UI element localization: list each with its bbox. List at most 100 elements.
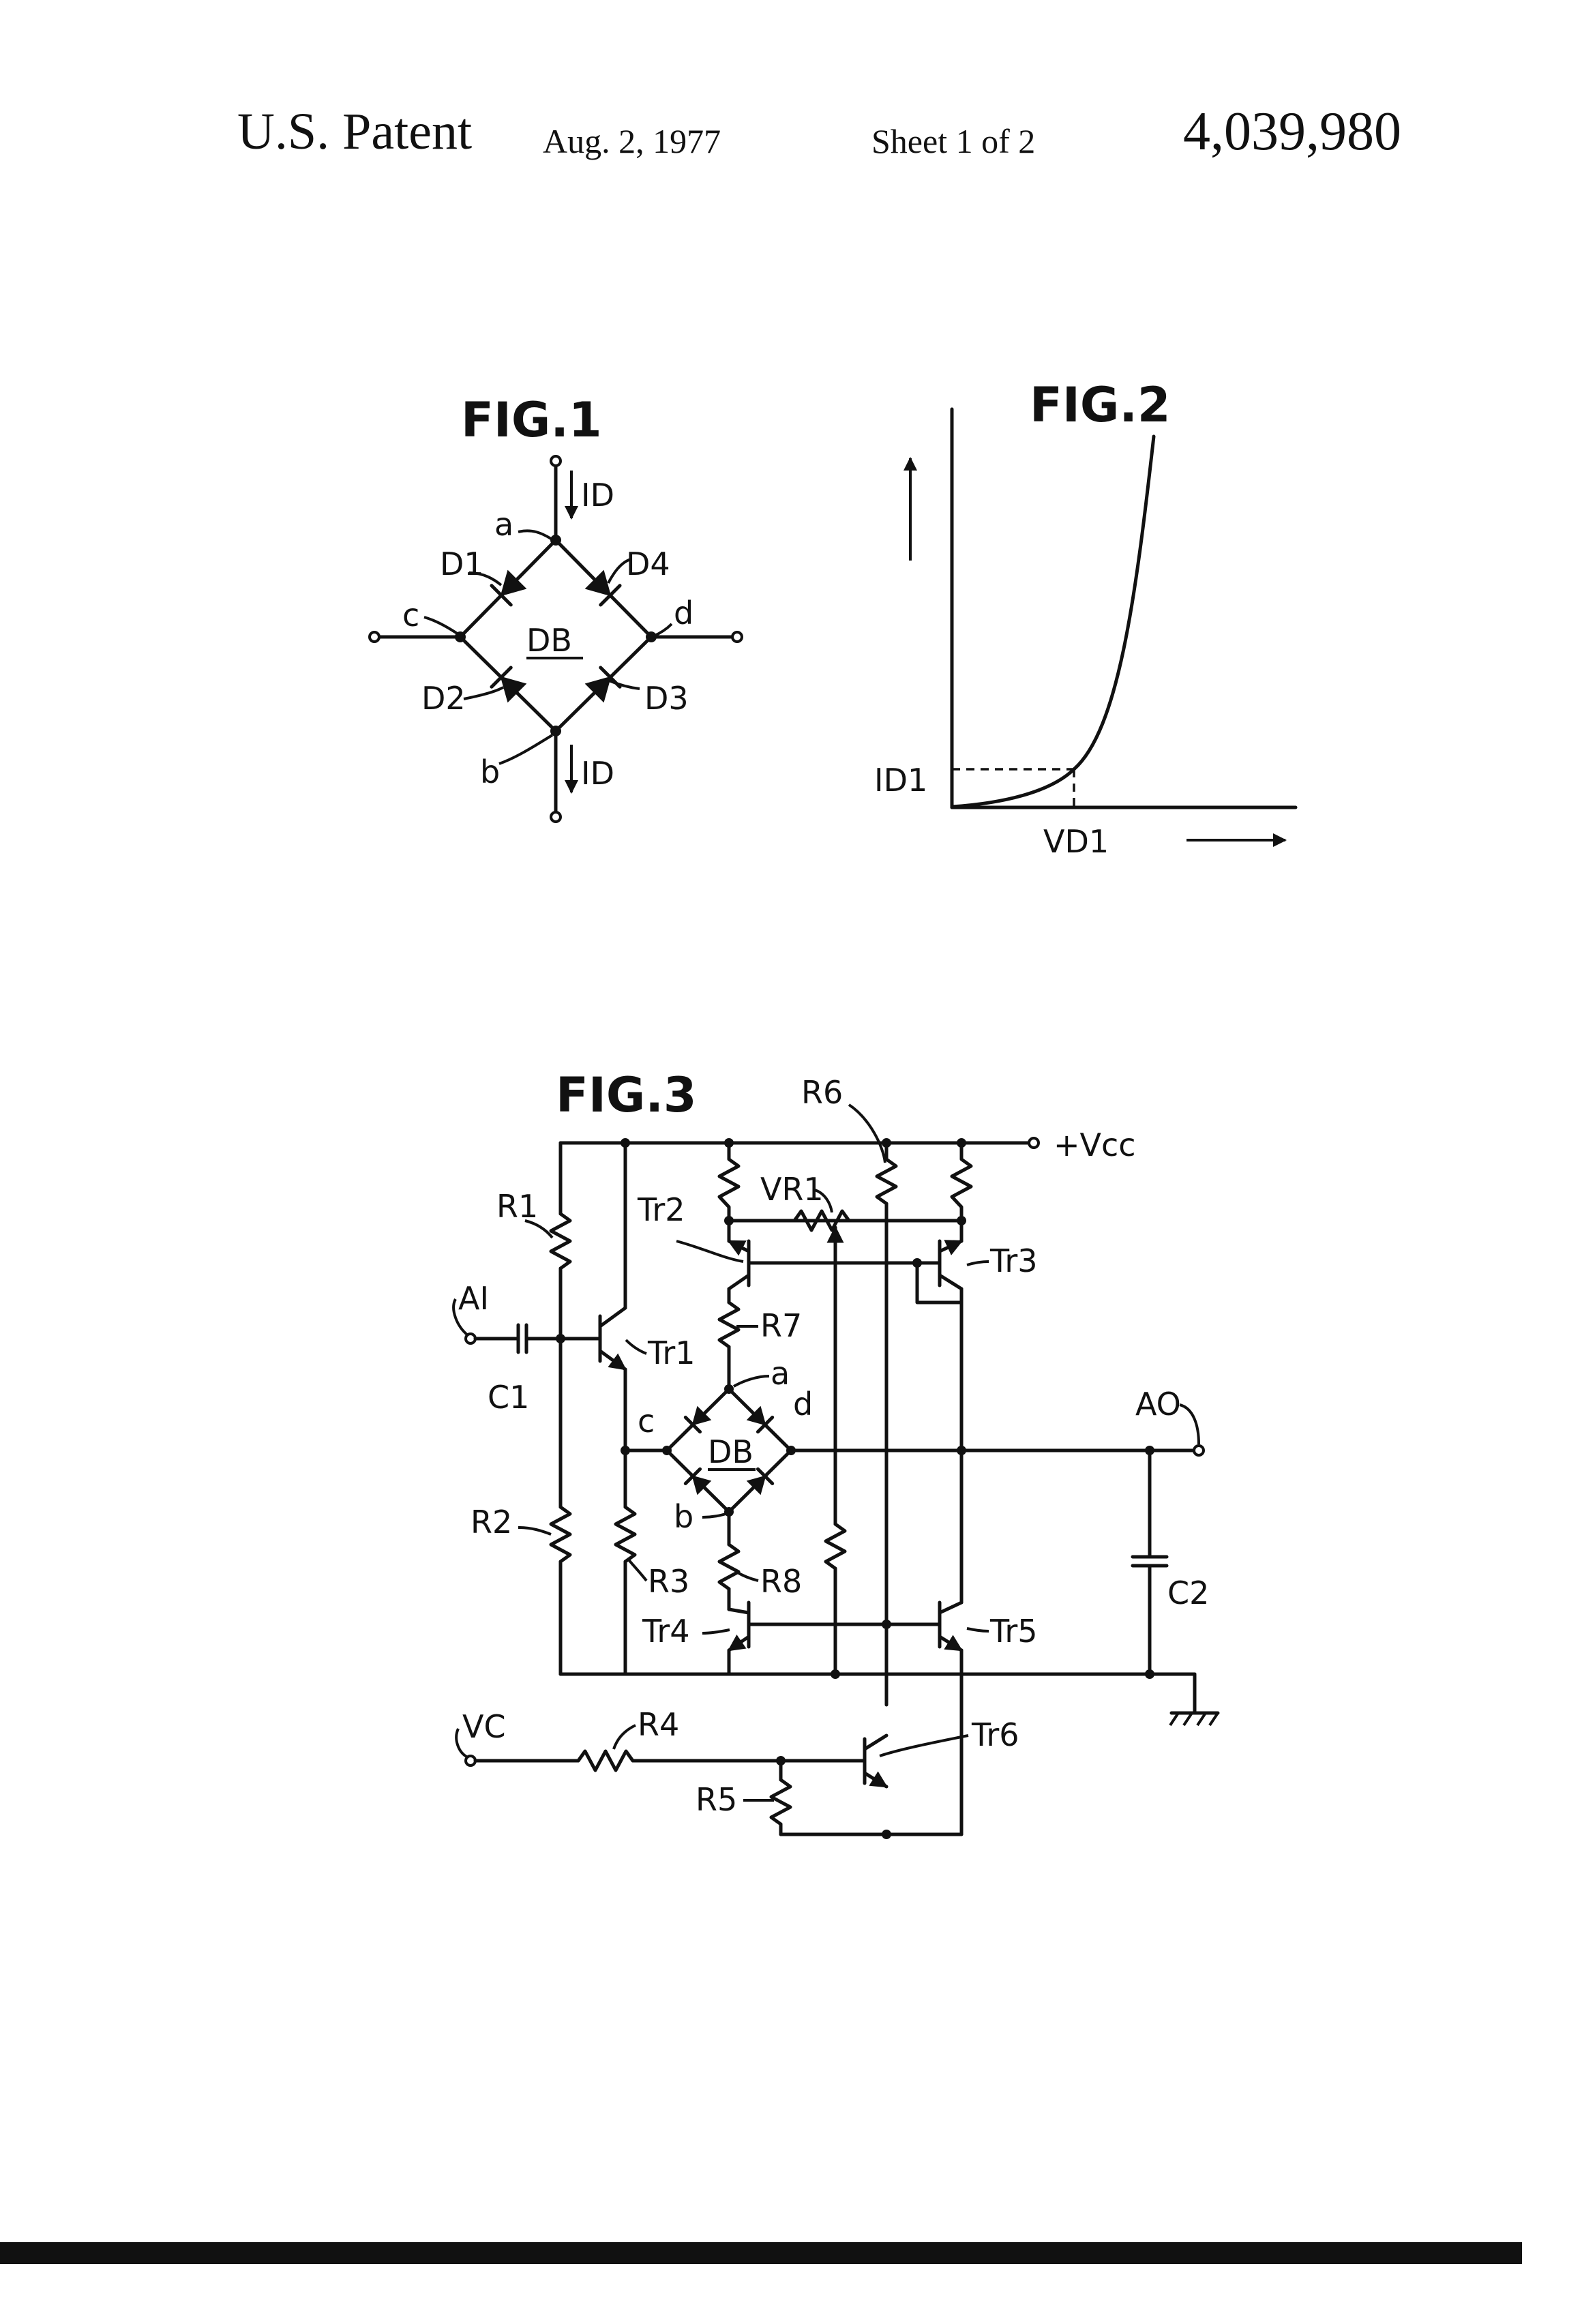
fig3-tr1-label: Tr1 (647, 1335, 696, 1371)
fig3-leader (880, 1735, 968, 1756)
fig1-current-bottom-label: ID (581, 755, 614, 792)
fig3-tr6-label: Tr6 (971, 1716, 1019, 1753)
fig3-transistor-tr4-emitter (729, 1637, 749, 1650)
fig3-leader (967, 1628, 989, 1631)
fig1-node-b-label: b (480, 754, 500, 790)
fig3-node-c-label: c (638, 1403, 655, 1440)
fig3-ao-terminal (1194, 1446, 1204, 1455)
fig2-title: FIG.2 (1030, 377, 1171, 433)
fig3-node-a-label: a (771, 1355, 790, 1392)
fig3-transistor-tr2-emitter (729, 1241, 749, 1251)
page-bottom-rule (0, 2242, 1522, 2264)
fig3-resistor-r6 (877, 1159, 896, 1204)
fig3-junction (621, 1446, 630, 1455)
fig3-ground-hatch (1197, 1713, 1206, 1725)
fig1-left-terminal (370, 632, 379, 642)
fig1-leader-a (518, 531, 551, 539)
fig2-characteristic-curve: FIG.2 ID1 VD1 (874, 377, 1296, 860)
fig3-leader (702, 1630, 730, 1633)
fig3-leader (614, 1725, 636, 1749)
fig3-title: FIG.3 (556, 1067, 697, 1123)
fig3-resistor-r3 (616, 1507, 635, 1562)
fig3-ground-hatch (1184, 1713, 1192, 1725)
fig1-diode-d2-label: D2 (421, 680, 466, 717)
fig1-diode-d4-label: D4 (626, 546, 670, 582)
fig1-leader-d2 (464, 687, 503, 699)
fig1-node-c-label: c (402, 597, 419, 634)
fig3-leader (525, 1221, 552, 1238)
fig3-transistor-tr6-emitter (865, 1773, 886, 1787)
fig3-tr2-label: Tr2 (637, 1191, 685, 1228)
fig3-vcc-label: +Vcc (1054, 1127, 1136, 1163)
fig3-r4-label: R4 (638, 1706, 679, 1743)
fig3-vr1-resistor (826, 1524, 845, 1568)
fig3-vcc-terminal (1029, 1138, 1039, 1148)
fig3-leader (967, 1262, 989, 1265)
fig2-diode-curve (952, 436, 1154, 807)
fig1-bottom-terminal (551, 812, 561, 822)
fig3-resistor-r7 (719, 1302, 738, 1347)
fig3-resistor-r1 (551, 1214, 570, 1268)
fig3-r2-label: R2 (471, 1504, 512, 1540)
fig1-leader-b (499, 735, 552, 764)
fig3-transistor-tr5-emitter (940, 1637, 961, 1650)
fig3-r1-label: R1 (496, 1188, 538, 1225)
fig1-bridge-label: DB (526, 622, 572, 659)
fig3-node-b-label: b (674, 1498, 693, 1535)
fig1-current-top-label: ID (581, 477, 614, 513)
fig3-leader (736, 1572, 758, 1581)
fig3-c2-label: C2 (1167, 1575, 1209, 1611)
fig3-tr3-emitter-resistor (952, 1143, 971, 1221)
fig3-junction (662, 1446, 672, 1455)
fig3-resistor-r8 (719, 1545, 738, 1589)
fig3-r7-label: R7 (760, 1307, 802, 1344)
fig3-transistor-tr5-collector (940, 1603, 961, 1613)
fig3-vc-label: VC (462, 1708, 506, 1745)
fig3-transistor-tr4-collector (729, 1609, 749, 1613)
fig3-tr5-label: Tr5 (989, 1613, 1038, 1650)
fig3-leader (849, 1105, 885, 1163)
fig3-bridge-label: DB (708, 1433, 753, 1470)
fig1-title: FIG.1 (461, 392, 602, 448)
fig3-r5-label: R5 (696, 1781, 737, 1818)
fig3-transistor-tr3-emitter (940, 1241, 961, 1251)
fig3-resistor-r4 (578, 1751, 633, 1770)
fig3-r3-label: R3 (648, 1563, 689, 1600)
fig3-transistor-tr3-collector (940, 1275, 961, 1289)
fig1-node-a-label: a (494, 506, 513, 543)
fig3-c1-label: C1 (488, 1379, 529, 1416)
fig3-ground-hatch (1170, 1713, 1178, 1725)
fig3-tr3-label: Tr3 (989, 1242, 1038, 1279)
fig1-right-terminal (732, 632, 742, 642)
fig3-leader (734, 1376, 769, 1386)
fig3-junction (882, 1830, 891, 1839)
fig1-top-terminal (551, 456, 561, 466)
fig3-ao-label: AO (1135, 1386, 1181, 1422)
fig3-resistor-r5 (771, 1780, 790, 1824)
fig3-junction (831, 1669, 840, 1679)
fig3-junction (912, 1258, 922, 1268)
fig3-vr1-label: VR1 (760, 1171, 824, 1208)
fig1-diode-bridge: FIG.1 ID ID (370, 392, 742, 822)
fig2-vd1-label: VD1 (1043, 823, 1109, 860)
fig3-r8-label: R8 (760, 1563, 802, 1600)
fig3-node-d-label: d (793, 1386, 813, 1422)
fig3-leader (626, 1340, 646, 1354)
fig1-diode-d3-label: D3 (644, 680, 689, 717)
fig1-node-a-dot (550, 535, 561, 546)
fig3-leader (702, 1514, 726, 1517)
fig3-leader (627, 1558, 646, 1581)
fig1-leader-d3 (609, 681, 640, 689)
fig3-tr2-emitter-resistor (719, 1143, 738, 1221)
fig1-leader-c (424, 617, 458, 634)
fig1-leader-d (653, 624, 672, 636)
fig3-resistor-r2 (551, 1507, 570, 1562)
fig3-junction (724, 1384, 734, 1394)
fig3-transistor-tr1-emitter (600, 1351, 625, 1369)
fig3-ground-hatch (1210, 1713, 1218, 1725)
fig3-junction (1145, 1669, 1154, 1679)
fig3-transistor-tr1-collector (600, 1308, 625, 1326)
fig3-circuit: FIG.3 +Vcc R1 R2 (453, 1067, 1218, 1839)
